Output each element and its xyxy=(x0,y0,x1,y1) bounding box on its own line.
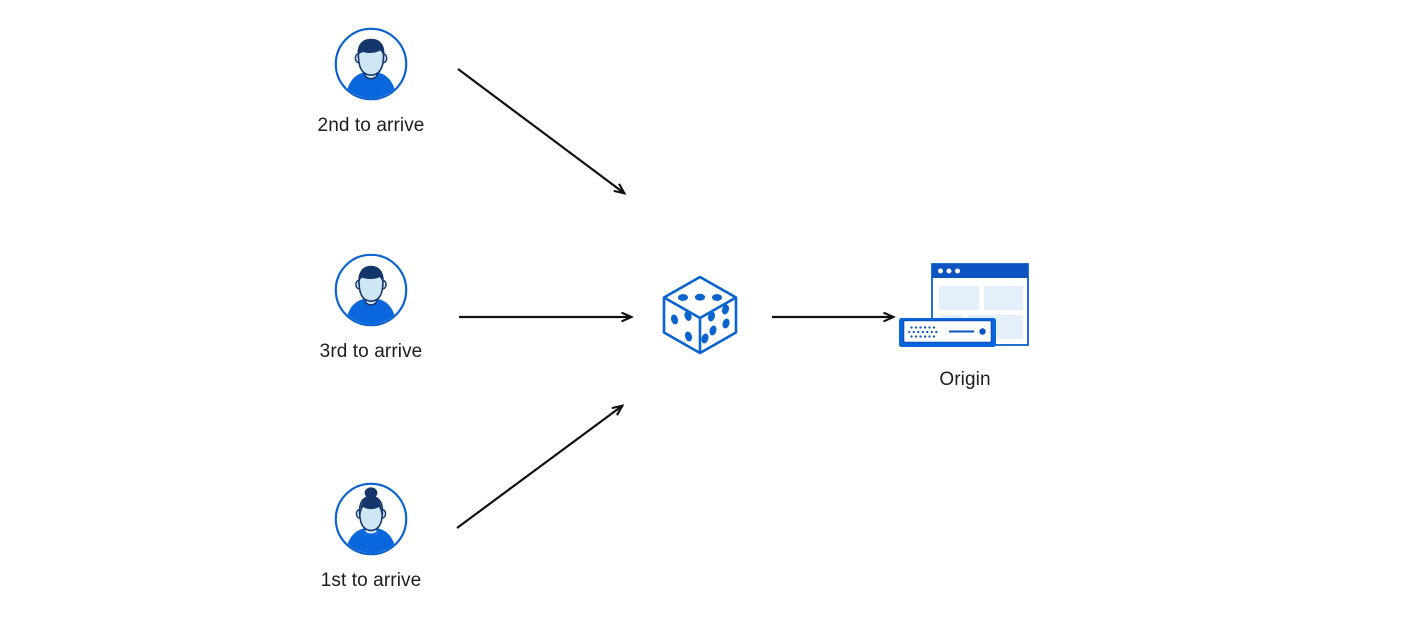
arrow-1st-to-dice xyxy=(456,406,622,529)
dice-icon xyxy=(657,272,743,358)
user-avatar-icon xyxy=(334,27,408,101)
node-visitor-3rd[interactable]: 3rd to arrive xyxy=(320,253,422,363)
node-label-visitor-2nd: 2nd to arrive xyxy=(317,115,425,136)
origin-server-icon xyxy=(895,258,1035,358)
node-label-visitor-1st: 1st to arrive xyxy=(320,570,422,591)
node-label-visitor-3rd: 3rd to arrive xyxy=(319,341,423,362)
server-device-icon xyxy=(899,318,996,347)
node-label-origin: Origin xyxy=(939,369,991,390)
arrow-2nd-to-dice xyxy=(457,68,624,193)
user-avatar-icon xyxy=(334,253,408,327)
node-visitor-2nd[interactable]: 2nd to arrive xyxy=(318,27,424,137)
node-load-balancer[interactable] xyxy=(657,272,743,358)
node-origin[interactable]: Origin xyxy=(895,258,1035,391)
node-visitor-1st[interactable]: 1st to arrive xyxy=(321,482,421,592)
user-avatar-icon xyxy=(334,482,408,556)
